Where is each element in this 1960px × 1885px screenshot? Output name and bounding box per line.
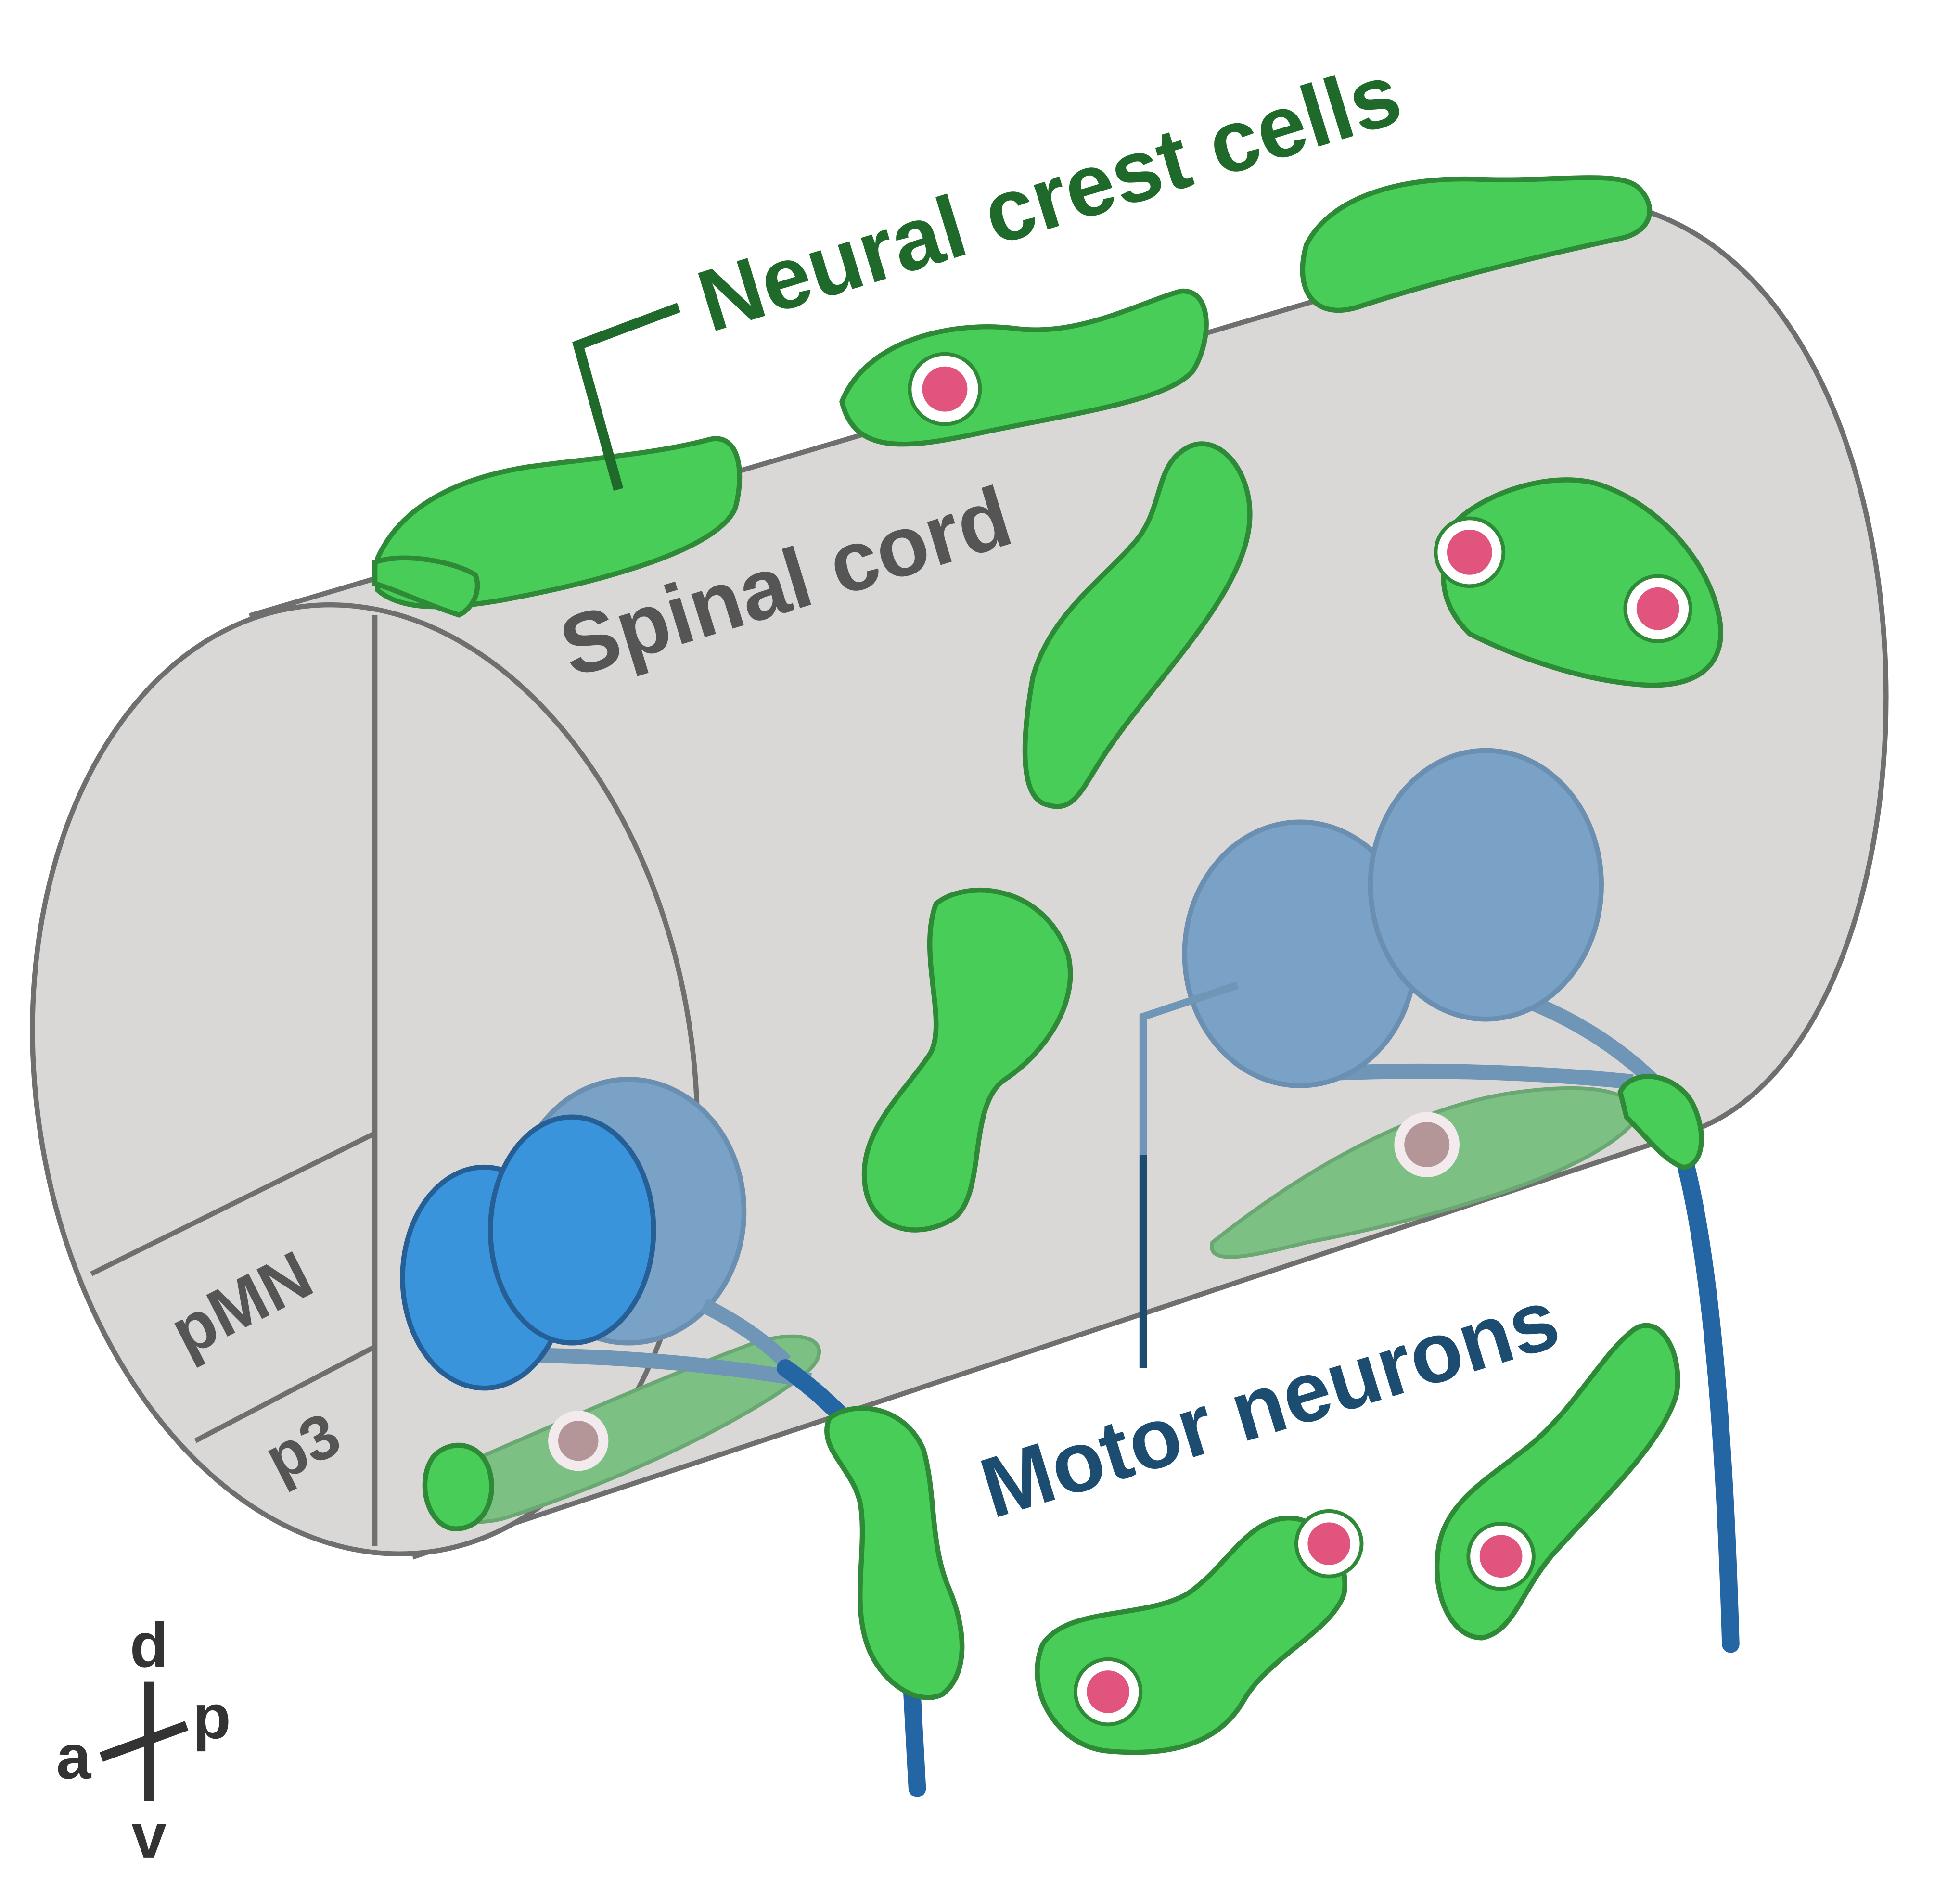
axis-posterior-label: p bbox=[192, 1681, 231, 1752]
nucleus-faded-left-core bbox=[558, 1421, 599, 1461]
nucleus bbox=[1636, 587, 1679, 630]
nucleus bbox=[1307, 1522, 1351, 1566]
crest-cell-nuclei bbox=[908, 352, 1692, 1727]
crest-cell-dorsal-1 bbox=[375, 436, 743, 610]
motor-neuron-soma-left-front bbox=[487, 1114, 656, 1346]
crest-cell-migrating-1 bbox=[1022, 441, 1253, 809]
axon-right-exit bbox=[1674, 1146, 1740, 1653]
axis-ap-line bbox=[99, 1721, 189, 1762]
axon-faded-right-1 bbox=[1331, 1063, 1634, 1090]
nucleus bbox=[1447, 529, 1492, 575]
axon-left-inner-2 bbox=[700, 1299, 791, 1367]
nucleus bbox=[1087, 1670, 1129, 1713]
pmn-p3-boundary bbox=[194, 1344, 376, 1443]
crest-cell-exit-right bbox=[1617, 1074, 1704, 1170]
axon-left-inner-1 bbox=[540, 1348, 812, 1388]
neural-crest-leader-line bbox=[572, 303, 681, 491]
crest-cell-tip-left bbox=[422, 1442, 494, 1531]
motor-neuron-soma-right-front bbox=[1368, 748, 1604, 1022]
axis-dorsal-label: d bbox=[130, 1610, 168, 1680]
axon-faded-right-2 bbox=[1517, 991, 1664, 1091]
crest-cell-dorsal-3 bbox=[1300, 175, 1653, 313]
axis-anterior-label: a bbox=[56, 1721, 92, 1792]
axis-ventral-label: v bbox=[131, 1801, 167, 1871]
crest-cell-migrating-3 bbox=[861, 888, 1073, 1233]
nucleus bbox=[1479, 1535, 1523, 1578]
orientation-axes: d v a p bbox=[56, 1610, 231, 1871]
motor-neuron-cluster-right bbox=[1182, 748, 1664, 1259]
motor-neuron-cluster-left bbox=[400, 1077, 821, 1531]
pmn-dorsal-boundary bbox=[90, 1131, 376, 1276]
crest-cell-dorsal-1-cut bbox=[372, 555, 480, 618]
motor-neuron-leader-line-upper bbox=[1139, 981, 1239, 1155]
crest-cell-exit-left bbox=[824, 1405, 965, 1700]
nucleus bbox=[922, 366, 968, 412]
nucleus-faded-right-core bbox=[1404, 1122, 1450, 1168]
